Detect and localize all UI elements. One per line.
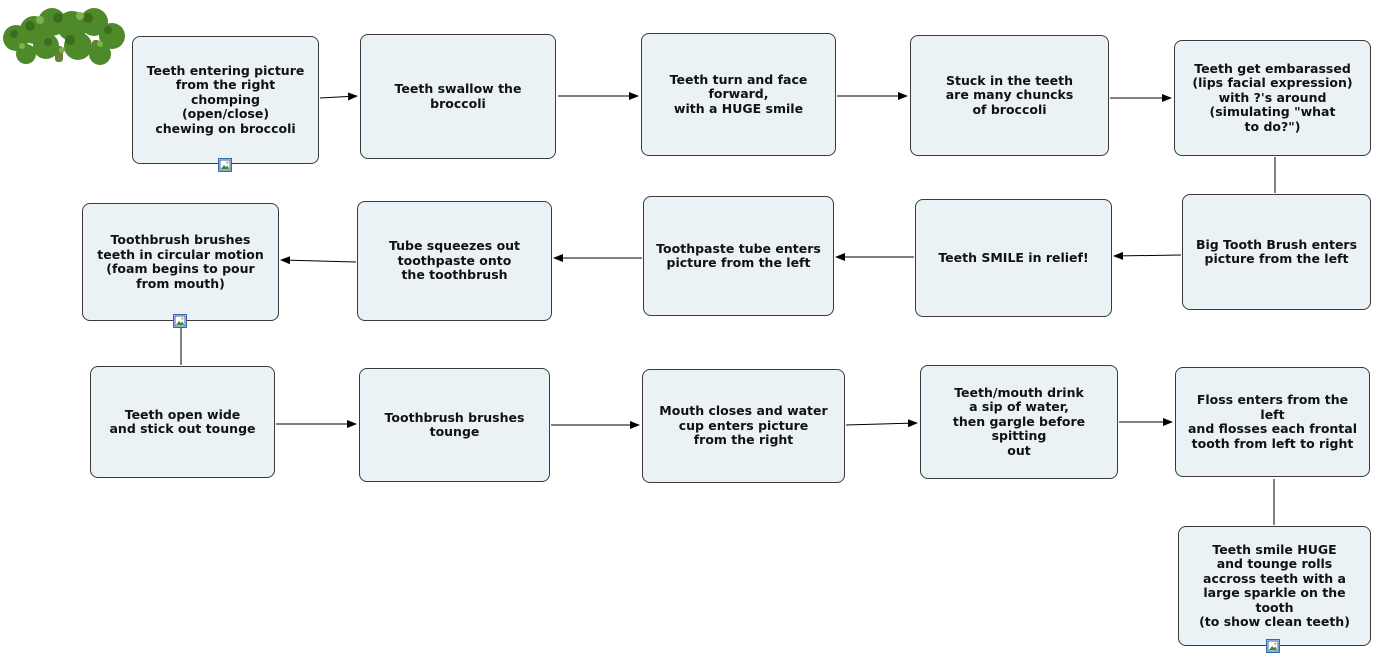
flow-step-label: Teeth open wide and stick out tounge [109,406,256,436]
flow-step-16[interactable]: Teeth smile HUGE and tounge rolls accros… [1178,526,1371,646]
connector-n13-n14-arrow [845,419,918,428]
flow-step-label: Tube squeezes out toothpaste onto the to… [388,238,521,283]
flow-step-10[interactable]: Toothbrush brushes teeth in circular mot… [82,203,279,321]
flow-step-8[interactable]: Toothpaste tube enters picture from the … [643,196,834,316]
flow-step-label: Teeth entering picture from the right ch… [146,62,305,136]
flow-step-12[interactable]: Toothbrush brushes tounge [359,368,550,482]
flow-step-11[interactable]: Teeth open wide and stick out tounge [90,366,275,478]
flow-step-label: Floss enters from the left and flosses e… [1188,392,1357,451]
flow-step-7[interactable]: Teeth SMILE in relief! [915,199,1112,317]
flow-step-13[interactable]: Mouth closes and water cup enters pictur… [642,369,845,483]
connectors [180,92,1276,525]
flow-step-14[interactable]: Teeth/mouth drink a sip of water, then g… [920,365,1118,479]
flow-step-2[interactable]: Teeth swallow the broccoli [360,34,556,159]
flow-step-label: Big Tooth Brush enters picture from the … [1195,236,1358,266]
flow-step-3[interactable]: Teeth turn and face forward, with a HUGE… [641,33,836,156]
flow-step-label: Teeth turn and face forward, with a HUGE… [669,71,808,116]
flow-step-label: Toothpaste tube enters picture from the … [656,240,821,270]
flow-step-label: Teeth swallow the broccoli [394,81,522,111]
flow-step-label: Stuck in the teeth are many chuncks of b… [945,72,1074,117]
image-attachment-icon[interactable] [218,158,232,172]
image-attachment-icon[interactable] [1266,639,1280,653]
broccoli-image [3,8,125,65]
flow-step-label: Toothbrush brushes teeth in circular mot… [97,232,264,291]
flow-step-1[interactable]: Teeth entering picture from the right ch… [132,36,319,164]
flow-step-label: Teeth get embarassed (lips facial expres… [1192,60,1353,134]
flow-step-9[interactable]: Tube squeezes out toothpaste onto the to… [357,201,552,321]
connector-n1-n2-arrow [319,92,358,101]
connector-n9-n10-arrow [280,256,357,265]
flow-step-label: Mouth closes and water cup enters pictur… [659,403,828,448]
flow-step-label: Teeth SMILE in relief! [938,249,1089,265]
image-attachment-icon[interactable] [173,314,187,328]
flow-step-label: Teeth/mouth drink a sip of water, then g… [952,384,1086,458]
flow-step-6[interactable]: Big Tooth Brush enters picture from the … [1182,194,1371,310]
flow-step-label: Toothbrush brushes tounge [384,409,525,439]
connector-n6-n7-arrow [1113,251,1182,260]
flow-step-15[interactable]: Floss enters from the left and flosses e… [1175,367,1370,477]
flow-step-4[interactable]: Stuck in the teeth are many chuncks of b… [910,35,1109,156]
flow-step-5[interactable]: Teeth get embarassed (lips facial expres… [1174,40,1371,156]
flow-step-label: Teeth smile HUGE and tounge rolls accros… [1199,541,1350,629]
